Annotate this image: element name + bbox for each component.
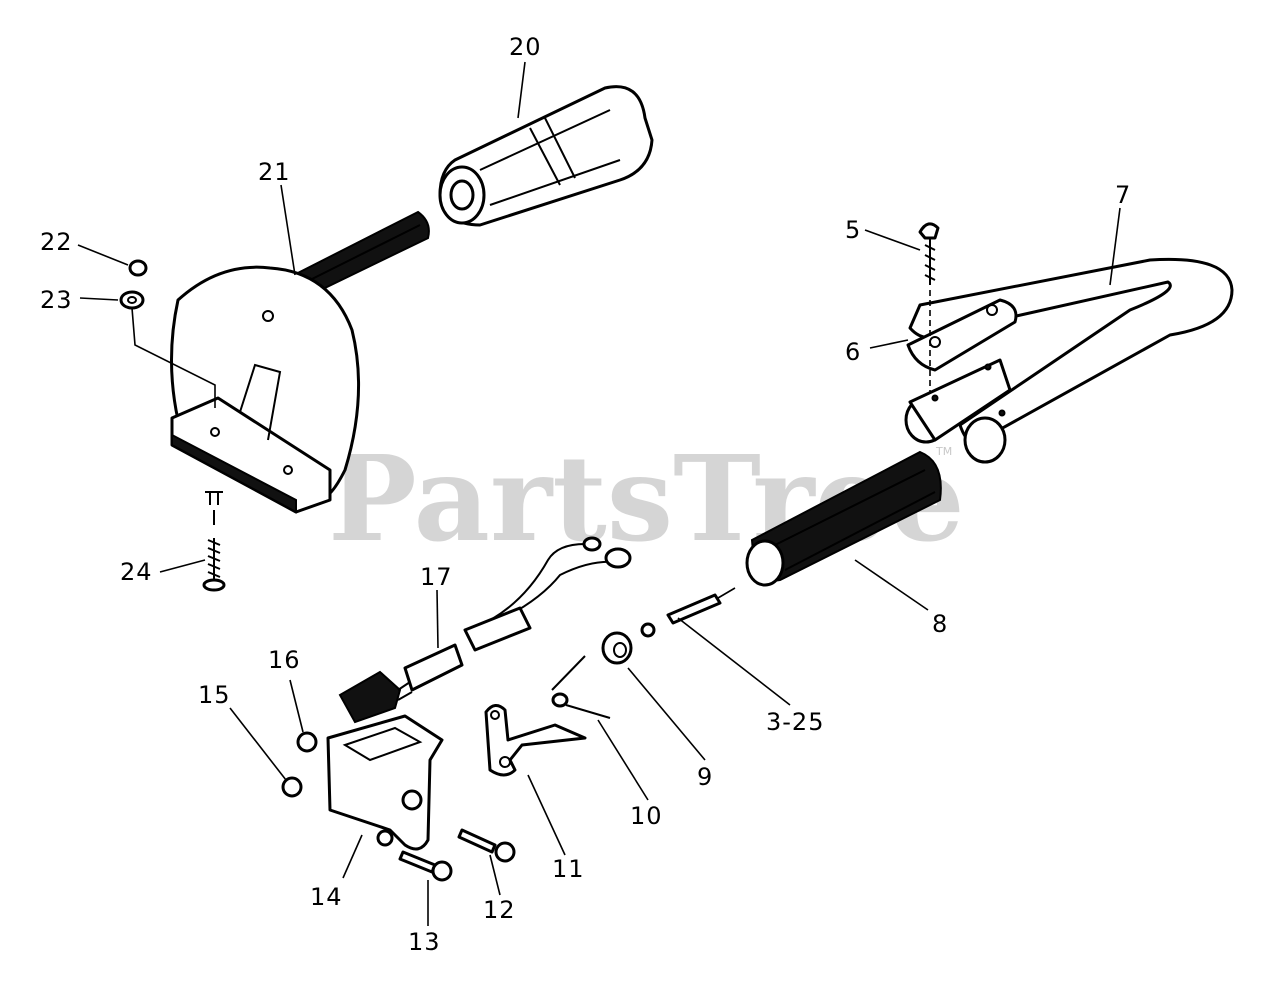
part-21-shaft[interactable]: [286, 210, 430, 302]
part-13-screw[interactable]: [398, 850, 453, 882]
callout-24: 24: [120, 558, 153, 586]
part-14-switch-housing[interactable]: [326, 714, 444, 851]
callout-6: 6: [845, 338, 861, 366]
leader-lines: [77, 61, 1121, 926]
callout-12: 12: [483, 896, 516, 924]
callout-23: 23: [40, 286, 73, 314]
part-24-screw[interactable]: [202, 491, 226, 592]
callout-7: 7: [1115, 181, 1131, 209]
callout-21: 21: [258, 158, 291, 186]
callout-11: 11: [552, 855, 585, 883]
callout-3-25: 3-25: [766, 708, 824, 736]
part-22-nut[interactable]: [128, 259, 148, 277]
callout-17: 17: [420, 563, 453, 591]
part-5-bolt[interactable]: [918, 222, 940, 392]
part-15-nut[interactable]: [281, 776, 303, 798]
callout-22: 22: [40, 228, 73, 256]
part-17-switch-wire[interactable]: [338, 536, 632, 724]
callout-5: 5: [845, 216, 861, 244]
watermark-trademark: TM: [935, 445, 952, 458]
callout-14: 14: [310, 883, 343, 911]
part-23-washer[interactable]: [119, 290, 145, 310]
part-16-nut[interactable]: [296, 731, 318, 753]
part-3-25-cable[interactable]: [640, 587, 736, 638]
callout-10: 10: [630, 802, 663, 830]
callout-9: 9: [697, 763, 713, 791]
callout-labels: 20 21 22 23 24 7 5 6 8 17 16 15 14 13 12…: [40, 33, 1131, 956]
callout-8: 8: [932, 610, 948, 638]
part-12-screw[interactable]: [457, 828, 516, 863]
callout-15: 15: [198, 681, 231, 709]
callout-20: 20: [509, 33, 542, 61]
part-10-spring[interactable]: [551, 655, 611, 719]
part-guard-plate-assembly[interactable]: [170, 265, 361, 514]
callout-16: 16: [268, 646, 301, 674]
part-20-grip-sleeve[interactable]: [438, 85, 654, 227]
part-8-rubber-grip[interactable]: [745, 450, 942, 587]
part-9-grommet[interactable]: [601, 631, 633, 665]
part-11-trigger-lever[interactable]: [484, 704, 587, 777]
callout-13: 13: [408, 928, 441, 956]
